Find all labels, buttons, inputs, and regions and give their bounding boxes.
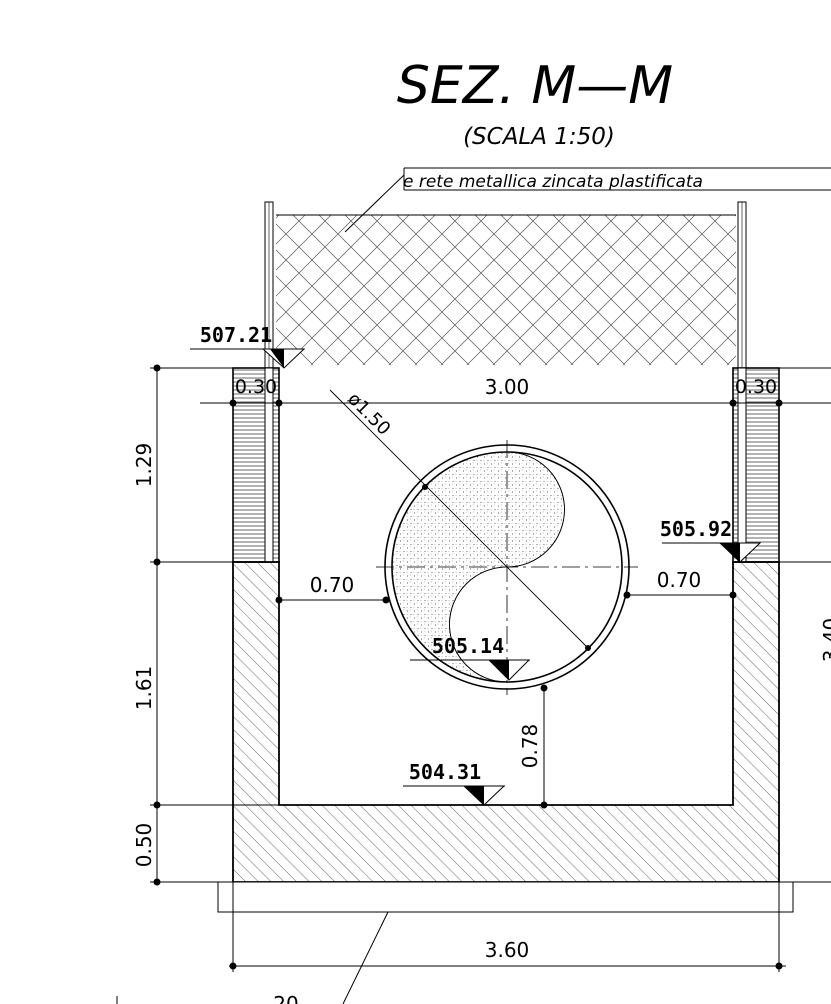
- dim-partial-bottom: 20: [273, 992, 298, 1004]
- lean-base: [217, 881, 794, 913]
- note-text: e rete metallica zincata plastificata: [403, 172, 703, 192]
- elevation-pipe-marker: [410, 659, 531, 681]
- elevation-pipe: 505.14: [432, 634, 504, 658]
- scale-label: (SCALA 1:50): [463, 124, 615, 150]
- left-dimension-chain: [150, 364, 279, 886]
- bottom-dimension-line: [229, 882, 786, 972]
- elevation-top: 507.21: [200, 323, 272, 347]
- section-title: SEZ. M—M: [397, 56, 673, 116]
- dim-inner-width: 3.00: [485, 375, 530, 399]
- pipe: [329, 389, 638, 695]
- dim-gap-right: 0.70: [657, 568, 702, 592]
- clearance-dimension: [540, 684, 548, 809]
- fence-mesh: [276, 215, 736, 365]
- dim-wall-left: 0.30: [235, 376, 277, 398]
- dim-height-upper: 1.29: [132, 443, 156, 488]
- gap-left-dimension: [275, 596, 390, 604]
- elevation-top-marker: [190, 348, 306, 369]
- dim-pipe-diameter: ø1.50: [343, 389, 394, 440]
- elevation-right-marker: [662, 542, 762, 563]
- top-dimension-line: [200, 399, 831, 407]
- elevation-floor: 504.31: [409, 760, 481, 784]
- dim-partial-right: 3.40: [819, 618, 831, 663]
- elevation-floor-marker: [403, 785, 506, 806]
- dim-gap-left: 0.70: [310, 573, 355, 597]
- dim-pipe-clearance: 0.78: [518, 724, 542, 769]
- elevation-right: 505.92: [660, 517, 732, 541]
- dim-total-width: 3.60: [485, 938, 530, 962]
- dim-height-middle: 1.61: [132, 666, 156, 711]
- dim-height-base: 0.50: [132, 823, 156, 868]
- dim-wall-right: 0.30: [735, 376, 777, 398]
- gap-right-dimension: [623, 591, 737, 599]
